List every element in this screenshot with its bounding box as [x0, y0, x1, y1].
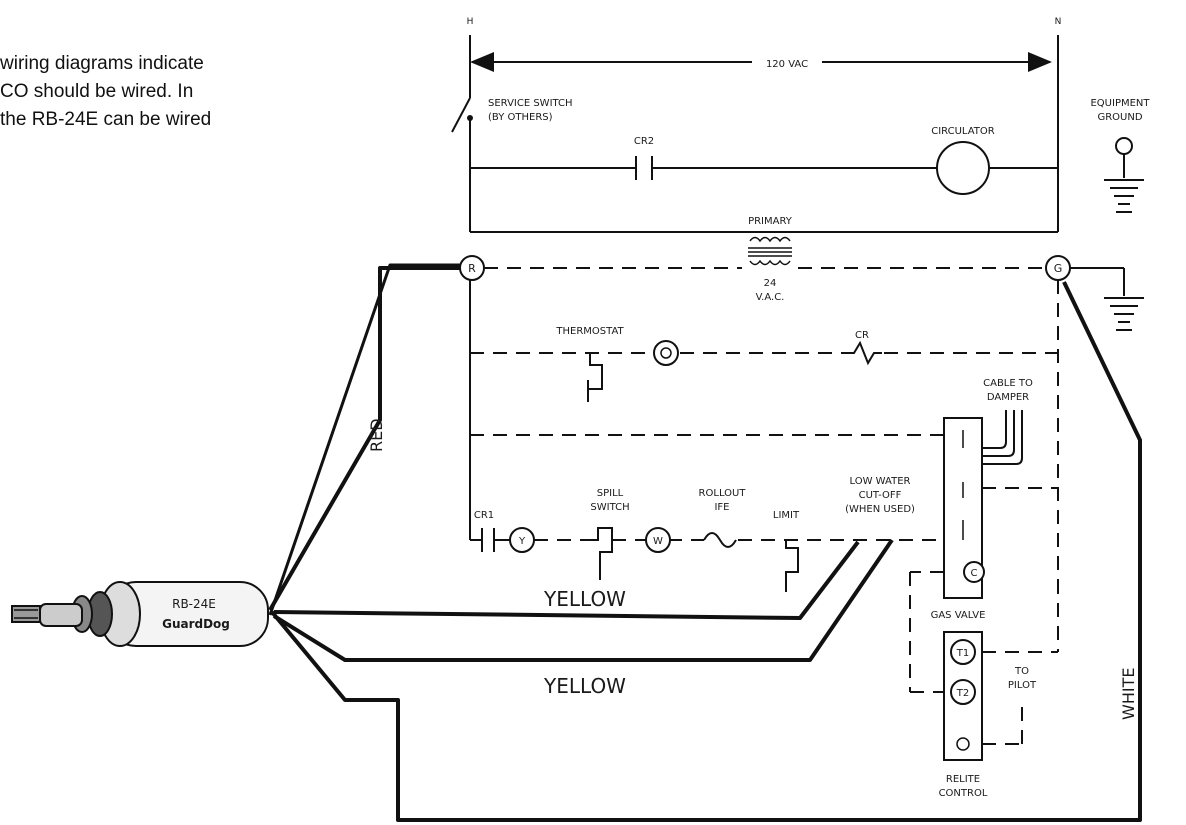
- vac120-label: 120 VAC: [766, 59, 808, 70]
- equipment-ground-label-1: EQUIPMENT: [1090, 98, 1150, 109]
- service-switch-label-2: (BY OTHERS): [488, 112, 553, 123]
- terminal-w-label: W: [653, 536, 663, 547]
- control-circuit: [470, 267, 1059, 745]
- terminal-w-icon: [645, 527, 671, 553]
- rollout-fuse-icon: [703, 532, 737, 548]
- terminal-r-label: R: [468, 262, 476, 275]
- circulator-label: CIRCULATOR: [931, 126, 995, 137]
- device-connector: [39, 603, 83, 627]
- white-wire: [270, 281, 1142, 822]
- n-label: N: [1055, 17, 1062, 27]
- rollout-label-1: ROLLOUT: [699, 488, 747, 499]
- red-wire-label: RED: [367, 418, 386, 452]
- terminal-y-label: Y: [518, 536, 526, 547]
- thermostat-switch-icon: [587, 353, 603, 401]
- t2-label: T2: [956, 688, 969, 699]
- device-brand-label: GuardDog: [162, 617, 230, 631]
- terminal-t1-icon: [950, 639, 976, 665]
- equipment-ground-label-2: GROUND: [1097, 112, 1142, 123]
- vac24-label-2: V.A.C.: [756, 292, 785, 303]
- thermostat-label: THERMOSTAT: [555, 326, 624, 337]
- low-water-label-1: LOW WATER: [850, 476, 911, 487]
- vac120-label-bg: [752, 54, 822, 70]
- damper-cable-icon: [982, 410, 1023, 465]
- terminal-t2-icon: [950, 679, 976, 705]
- cr-coil-icon: [846, 340, 882, 366]
- spill-switch-label-1: SPILL: [597, 488, 624, 499]
- line-voltage-section: [451, 35, 1059, 233]
- intro-text: wiring diagrams indicate CO should be wi…: [0, 50, 340, 134]
- h-label: H: [467, 17, 474, 27]
- yellow-wire-label-upper: YELLOW: [543, 587, 626, 611]
- transformer-icon: [748, 236, 792, 266]
- thermostat-terminal-icon: [653, 340, 679, 366]
- terminal-y-icon: [509, 527, 535, 553]
- cr-label: CR: [855, 330, 869, 341]
- intro-line-3: the RB-24E can be wired: [0, 109, 212, 130]
- to-pilot-label-1: TO: [1014, 666, 1029, 677]
- limit-switch-icon: [785, 540, 799, 592]
- equipment-ground-icon: [1104, 137, 1144, 213]
- relite-label-1: RELITE: [946, 774, 980, 785]
- cable-to-damper-label-2: DAMPER: [987, 392, 1029, 403]
- device-model-label: RB-24E: [172, 597, 216, 611]
- terminal-g-icon: [1045, 255, 1071, 281]
- yellow-wire-lower: [272, 538, 894, 662]
- low-water-label-2: CUT-OFF: [859, 490, 902, 501]
- cr2-label: CR2: [634, 136, 654, 147]
- terminal-g-label: G: [1054, 262, 1063, 275]
- intro-line-1: wiring diagrams indicate: [0, 53, 204, 74]
- yellow-wire-upper: [273, 540, 860, 620]
- circulator-symbol: [936, 141, 990, 195]
- service-switch-blade: [451, 97, 471, 133]
- red-wire: [268, 266, 460, 612]
- rb24e-device: RB-24E GuardDog: [11, 581, 269, 647]
- relite-terminal-icon: [956, 737, 970, 751]
- chassis-ground-icon: [1104, 268, 1144, 331]
- white-wire-label: WHITE: [1119, 668, 1138, 720]
- service-switch-pivot: [467, 115, 473, 121]
- cr1-label: CR1: [474, 510, 494, 521]
- to-pilot-label-2: PILOT: [1008, 680, 1037, 691]
- gas-valve-label: GAS VALVE: [931, 610, 986, 621]
- service-switch-label-1: SERVICE SWITCH: [488, 98, 573, 109]
- t1-label: T1: [956, 648, 969, 659]
- device-plug-icon: [11, 605, 41, 623]
- spill-switch-icon: [590, 527, 613, 580]
- red-wire-inner: [268, 263, 460, 616]
- limit-label: LIMIT: [773, 510, 800, 521]
- primary-label: PRIMARY: [748, 216, 793, 227]
- terminal-c-icon: [963, 561, 985, 583]
- vac24-label-1: 24: [764, 278, 777, 289]
- field-wiring: [268, 263, 1142, 822]
- cable-to-damper-label-1: CABLE TO: [983, 378, 1033, 389]
- spill-switch-label-2: SWITCH: [590, 502, 629, 513]
- relite-label-2: CONTROL: [939, 788, 988, 799]
- yellow-wire-label-lower: YELLOW: [543, 674, 626, 698]
- low-water-label-3: (WHEN USED): [845, 504, 915, 515]
- rollout-label-2: IFE: [714, 502, 729, 513]
- terminal-c-label: C: [971, 568, 978, 579]
- intro-line-2: CO should be wired. In: [0, 81, 194, 102]
